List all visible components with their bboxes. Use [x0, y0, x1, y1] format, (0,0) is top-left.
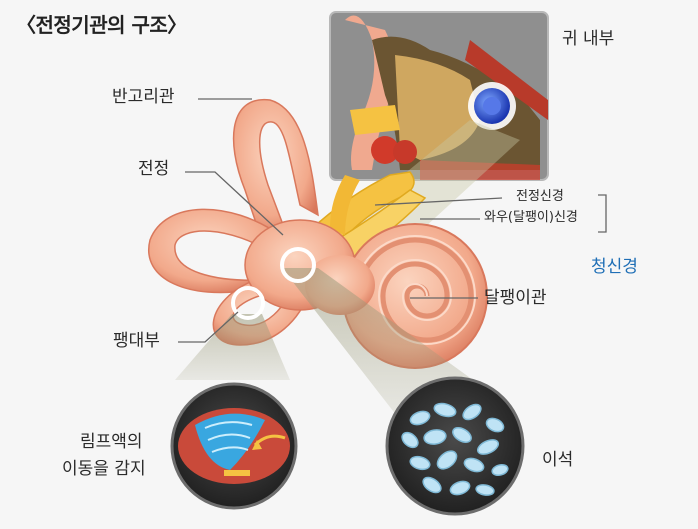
label-auditory-nerve: 청신경 — [591, 257, 638, 277]
inner-ear-inset — [329, 11, 549, 181]
lymph-detail-lens — [170, 382, 298, 510]
leader-ampulla — [178, 311, 239, 343]
otolith-zoom-ring — [280, 247, 316, 283]
leader-vestibular-nerve — [374, 197, 503, 206]
label-cochlear-nerve: 와우(달팽이)신경 — [484, 210, 578, 225]
label-vestibular-nerve: 전정신경 — [516, 189, 564, 204]
otolith-detail-lens — [385, 376, 525, 516]
diagram-title: 〈전정기관의 구조〉 — [16, 13, 187, 37]
leader-vestibule — [185, 171, 284, 236]
leader-lines — [178, 98, 607, 343]
ampulla-zoom-ring — [231, 286, 265, 320]
label-vestibule: 전정 — [138, 159, 170, 179]
label-otolith: 이석 — [542, 450, 574, 470]
label-lymph-line2: 이동을 감지 — [62, 459, 146, 479]
label-semicircular-canals: 반고리관 — [112, 87, 175, 107]
inset-label: 귀 내부 — [562, 29, 615, 49]
label-lymph-line1: 림프액의 — [80, 432, 143, 452]
bracket-auditory-nerve — [598, 194, 607, 233]
label-ampulla: 팽대부 — [113, 331, 160, 351]
label-cochlea: 달팽이관 — [484, 288, 547, 308]
